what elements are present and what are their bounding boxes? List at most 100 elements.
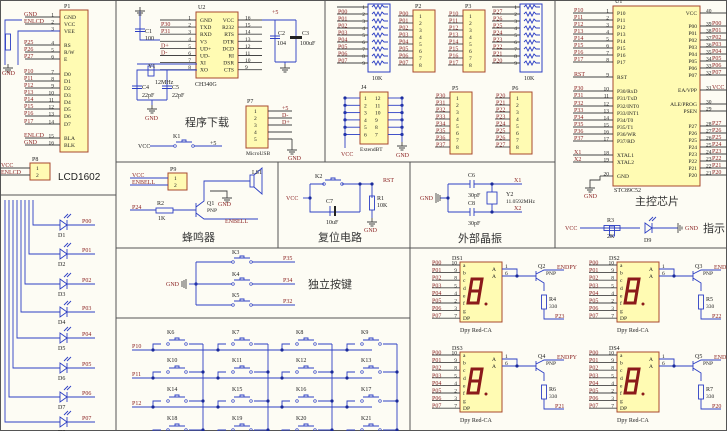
net-label: P07 xyxy=(712,70,721,76)
pin-name: CTS xyxy=(224,68,234,74)
net-label: ENDPY xyxy=(557,355,578,361)
pin-number: 11 xyxy=(245,51,251,57)
ref-label: D6 xyxy=(58,376,65,382)
plus5-label: +5 xyxy=(272,10,278,16)
pin-number: 2 xyxy=(174,183,177,189)
pin-number: 5 xyxy=(419,42,422,48)
pin-name: P17 xyxy=(617,60,626,66)
pin-number: 4 xyxy=(51,41,54,47)
pin-name: V3 xyxy=(200,39,207,45)
pin-number: 15 xyxy=(49,134,55,140)
common-wiring xyxy=(659,358,693,367)
value-label: 100 xyxy=(145,36,154,42)
net-label: P10 xyxy=(24,69,33,75)
net-label: P15 xyxy=(574,43,583,49)
decimal-point xyxy=(484,302,488,306)
pin-number: 8 xyxy=(375,125,378,131)
resistor-zigzag xyxy=(523,38,540,46)
pin-number: 9 xyxy=(611,358,614,364)
pin-number: 2 xyxy=(611,299,614,305)
net-label: P07 xyxy=(82,416,91,422)
ref-label: K11 xyxy=(232,358,242,364)
segment-name: DP xyxy=(463,406,470,412)
pin-name: XTAL2 xyxy=(617,160,634,166)
pin-number: 32 xyxy=(706,71,712,77)
pin-number: 8 xyxy=(606,58,609,64)
junction-dot xyxy=(515,274,519,278)
pin-number: 10 xyxy=(609,261,615,267)
net-label: P10 xyxy=(132,344,141,350)
button-k4 xyxy=(234,277,250,281)
pin-number: 6 xyxy=(456,131,459,137)
pin-number: 16 xyxy=(49,141,55,147)
pin-number: 1 xyxy=(516,96,519,102)
pin-name: UD- xyxy=(200,54,210,60)
pin-number: 6 xyxy=(188,51,191,57)
resistor-r2 xyxy=(155,207,174,214)
section-title-keys: 独立按键 xyxy=(308,277,352,291)
pin-number: 4 xyxy=(364,118,367,124)
common-wiring xyxy=(659,268,693,277)
gnd-label: GND xyxy=(2,71,16,77)
segment-name: c xyxy=(620,278,623,284)
wire xyxy=(700,309,721,320)
led-icon xyxy=(59,306,68,318)
switch-contact xyxy=(249,370,253,374)
pin-number: 2 xyxy=(419,21,422,27)
ref-label: K3 xyxy=(232,250,239,256)
net-label: P11 xyxy=(574,15,583,21)
ref-label: U2 xyxy=(198,5,205,11)
net-label: P04 xyxy=(338,38,347,44)
resistor-network-border xyxy=(519,3,543,73)
net-label: P16 xyxy=(24,111,33,117)
pin-name: P35/T1 xyxy=(617,125,633,131)
net-label: GND xyxy=(24,12,38,18)
net-label: P03 xyxy=(589,283,598,289)
light-rays-icon xyxy=(63,213,72,219)
pin-name: D4 xyxy=(64,100,71,106)
switch-contact xyxy=(378,342,382,346)
pin-number: 28 xyxy=(706,122,712,128)
switch-contact xyxy=(184,370,188,374)
switch-contact xyxy=(249,428,253,431)
pin-number: 6 xyxy=(51,55,54,61)
capacitor-icon xyxy=(469,180,475,216)
mcu-chip-u1 xyxy=(612,5,701,187)
junction-dot xyxy=(266,428,270,431)
pin-number: 39 xyxy=(706,22,712,28)
junction-dot xyxy=(490,182,494,186)
pin-number: 8 xyxy=(362,54,365,60)
pin-number: 1 xyxy=(254,109,257,115)
segment-name: g xyxy=(620,309,623,315)
net-label: RST xyxy=(574,72,585,78)
pin-number: 1 xyxy=(364,96,367,102)
pin-number: 21 xyxy=(706,171,712,177)
net-label: P05 xyxy=(432,389,441,395)
led-icon xyxy=(59,278,68,290)
ref-label: P2 xyxy=(415,4,421,10)
pnp-transistor xyxy=(535,359,564,381)
ref-label: K19 xyxy=(232,416,242,422)
net-label: P07 xyxy=(432,404,441,410)
section-title-mcu: 主控芯片 xyxy=(635,194,679,208)
pin-number: 5 xyxy=(454,283,457,289)
switch-contact xyxy=(166,370,170,374)
pin-number: 8 xyxy=(516,145,519,151)
net-label: ENLCD xyxy=(24,19,45,25)
pin-number: 4 xyxy=(606,30,609,36)
pin-number: 2 xyxy=(364,103,367,109)
ref-label: K1 xyxy=(173,134,180,140)
potentiometer-wiring xyxy=(4,19,60,65)
pin-name: P23 xyxy=(688,152,697,158)
pin-number: 3 xyxy=(611,306,614,312)
net-label: X1 xyxy=(574,150,581,156)
junction-dot xyxy=(515,364,519,368)
light-rays-icon xyxy=(63,410,72,416)
common-wiring xyxy=(502,358,536,367)
net-label: P03 xyxy=(712,42,721,48)
junction-dot xyxy=(201,399,205,403)
resistor-zigzag xyxy=(523,52,540,60)
light-rays-icon xyxy=(63,326,72,332)
net-label: P35 xyxy=(436,129,445,135)
gnd-label: GND xyxy=(288,156,302,162)
